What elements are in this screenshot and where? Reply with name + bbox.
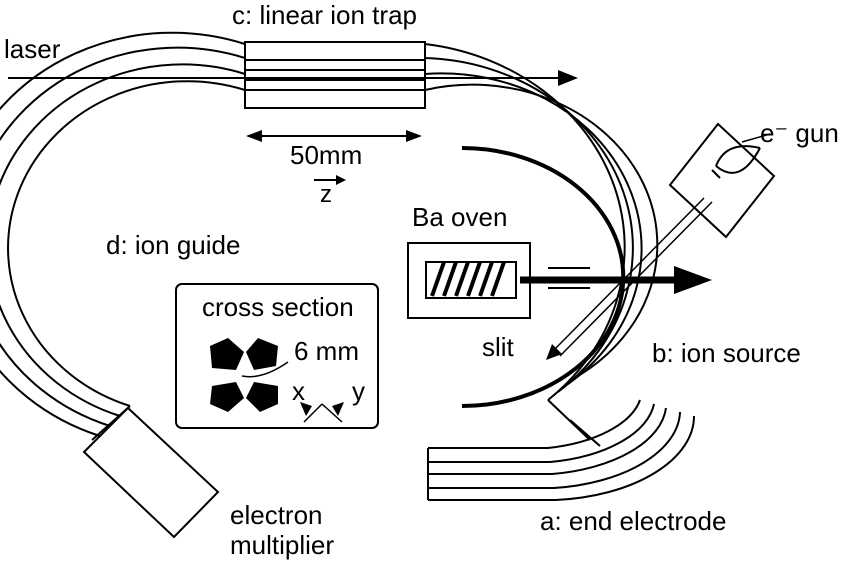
ion-guide-arc: [0, 31, 246, 437]
label-z-axis: z: [320, 181, 332, 208]
electrode-top-left: [210, 338, 244, 370]
label-slit: slit: [482, 332, 515, 362]
label-ba-oven: Ba oven: [412, 202, 507, 232]
atom-beam-arrow: [520, 266, 712, 294]
electron-beam: [546, 197, 713, 360]
end-electrode: [427, 399, 696, 501]
label-gap: 6 mm: [294, 336, 359, 366]
length-dimension: [246, 130, 422, 142]
label-electron-gun: e⁻ gun: [760, 118, 839, 148]
oven-coil: [430, 261, 506, 297]
label-end-electrode: a: end electrode: [540, 506, 726, 536]
label-x-axis: x: [292, 376, 305, 406]
cross-section-inset: [175, 283, 379, 429]
label-ion-guide: d: ion guide: [106, 230, 240, 260]
label-y-axis: y: [352, 376, 365, 406]
label-electron-multiplier-2: multiplier: [230, 530, 334, 560]
linear-ion-trap: [244, 41, 426, 109]
label-electron-multiplier-1: electron: [230, 500, 323, 530]
label-cross-section: cross section: [202, 292, 354, 322]
electrode-bottom-left: [210, 382, 244, 412]
label-laser: laser: [4, 34, 61, 64]
ba-oven: [407, 242, 531, 319]
label-linear-ion-trap: c: linear ion trap: [232, 0, 417, 30]
electron-multiplier: [82, 406, 220, 539]
label-ion-source: b: ion source: [652, 338, 801, 368]
electron-gun: [668, 122, 776, 239]
electrode-top-right: [246, 338, 278, 370]
label-length: 50mm: [290, 140, 362, 170]
electrode-bottom-right: [246, 382, 278, 412]
z-axis-arrow: [314, 175, 346, 185]
laser-beam: [8, 70, 578, 86]
